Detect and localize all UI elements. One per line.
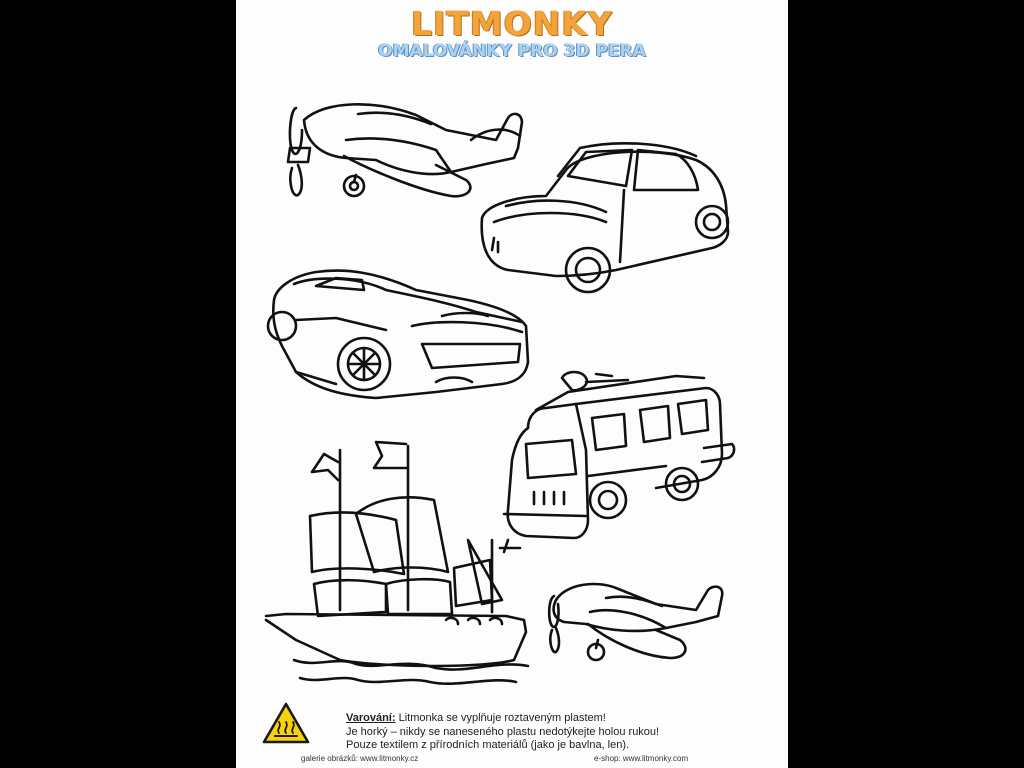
airplane-drawing xyxy=(286,103,524,198)
airplane-small-drawing xyxy=(547,582,724,662)
sailing-ship-drawing xyxy=(264,440,530,686)
sports-car-drawing xyxy=(266,269,530,400)
warning-note: Varování: Litmonka se vyplňuje roztavený… xyxy=(346,712,766,753)
eshop-link[interactable]: e-shop: www.litmonky.com xyxy=(594,754,689,763)
coloring-page: LITMONKY OMALOVÁNKY PRO 3D PERA xyxy=(236,0,788,768)
warning-line-2: Je horký – nikdy se naneseného plastu ne… xyxy=(346,725,660,738)
gallery-link[interactable]: galerie obrázků: www.litmonky.cz xyxy=(301,754,419,763)
drawings-area xyxy=(264,103,736,686)
fire-truck-drawing xyxy=(502,370,736,540)
beetle-car-drawing xyxy=(480,142,730,294)
hot-surface-icon xyxy=(262,702,310,744)
warning-label: Varování: xyxy=(346,712,396,724)
page-subtitle: OMALOVÁNKY PRO 3D PERA xyxy=(378,41,646,61)
warning-line-1: Varování: Litmonka se vyplňuje roztavený… xyxy=(346,712,606,724)
warning-line-3: Pouze textilem z přírodních materiálů (j… xyxy=(346,739,630,751)
brand-title: LITMONKY xyxy=(411,4,613,43)
